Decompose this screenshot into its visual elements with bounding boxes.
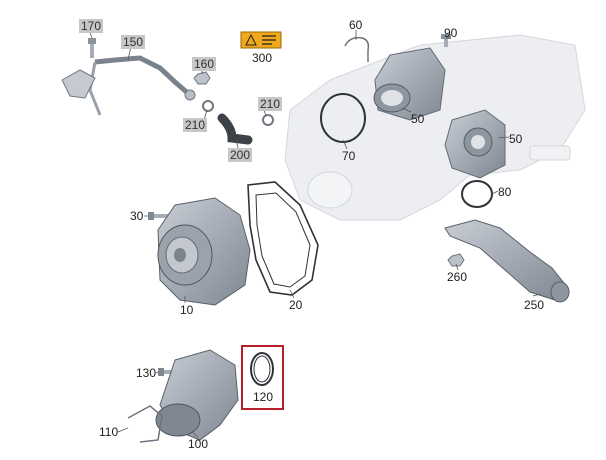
callout-130[interactable]: 130: [136, 366, 157, 380]
part-120-seal-ring: [250, 352, 274, 386]
part-70-seal-ring: [320, 93, 366, 143]
part-10-water-pump: [157, 197, 251, 306]
part-100-housing: [155, 349, 239, 441]
part-80-seal-ring: [461, 180, 493, 208]
callout-30[interactable]: 30: [130, 209, 144, 223]
callout-10[interactable]: 10: [180, 303, 194, 317]
part-20-gasket-inner: [255, 192, 311, 288]
callout-170[interactable]: 170: [79, 19, 104, 33]
callout-80[interactable]: 80: [498, 185, 512, 199]
part-90-screw: [441, 34, 451, 47]
callout-200[interactable]: 200: [228, 148, 253, 162]
warning-sign-icon: [240, 31, 282, 49]
callout-160[interactable]: 160: [192, 57, 217, 71]
callout-210-b[interactable]: 210: [258, 97, 283, 111]
callout-260[interactable]: 260: [447, 270, 468, 284]
callout-50-b[interactable]: 50: [509, 132, 523, 146]
part-20-gasket: [247, 181, 319, 296]
part-210-clamp-b: [262, 114, 274, 126]
part-50-flange-upper: [373, 47, 446, 121]
callout-150[interactable]: 150: [121, 35, 146, 49]
callout-100[interactable]: 100: [188, 437, 209, 451]
part-30-bolt: [148, 212, 168, 220]
callout-50-a[interactable]: 50: [411, 112, 425, 126]
part-260-nut: [447, 253, 465, 267]
callout-90[interactable]: 90: [444, 26, 458, 40]
part-170-bolt: [88, 38, 96, 58]
callout-210-a[interactable]: 210: [183, 118, 208, 132]
callout-20[interactable]: 20: [289, 298, 303, 312]
callout-70[interactable]: 70: [342, 149, 356, 163]
part-200-hose: [217, 113, 253, 145]
callout-110[interactable]: 110: [99, 425, 119, 439]
part-50-flange-lower: [444, 109, 506, 179]
part-60-clip: [344, 36, 370, 62]
highlight-box-120: [241, 345, 284, 410]
callout-120[interactable]: 120: [253, 390, 274, 404]
engine-housing-ghost: [284, 34, 586, 221]
part-150-pipe: [61, 55, 196, 116]
callout-250[interactable]: 250: [524, 298, 545, 312]
part-250-pipe: [444, 219, 570, 303]
part-160-nut: [193, 71, 211, 85]
part-210-clamp-a: [202, 100, 214, 112]
callout-60[interactable]: 60: [349, 18, 363, 32]
part-110-clip: [127, 405, 163, 443]
callout-300[interactable]: 300: [252, 51, 273, 65]
part-120-seal-ring-inner: [253, 355, 271, 383]
